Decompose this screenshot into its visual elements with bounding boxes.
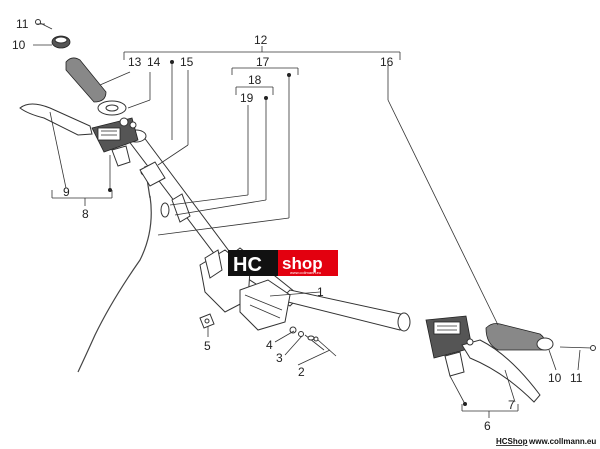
callout-5: 5 <box>204 339 211 353</box>
small-bolts <box>199 313 337 357</box>
callout-3: 3 <box>276 351 283 365</box>
callout-11-right: 11 <box>570 371 583 385</box>
callout-11-left: 11 <box>16 17 29 31</box>
handlebar <box>125 129 411 332</box>
hcshop-logo: HC shop www.collmann.eu <box>228 250 338 276</box>
callout-16: 16 <box>380 55 394 69</box>
callout-15: 15 <box>180 55 194 69</box>
leader-lines <box>33 23 581 418</box>
logo-sub-text: www.collmann.eu <box>290 270 321 275</box>
left-grip-assembly <box>35 19 127 116</box>
callout-10-left: 10 <box>12 38 26 52</box>
callout-18: 18 <box>248 73 262 87</box>
callout-4: 4 <box>266 338 273 352</box>
footer-url: www.collmann.eu <box>528 437 596 446</box>
callout-13: 13 <box>128 55 142 69</box>
callout-2: 2 <box>298 365 305 379</box>
callout-10-right: 10 <box>548 371 562 385</box>
throttle-cable <box>77 165 156 373</box>
logo-left-text: HC <box>233 254 262 276</box>
left-brake-lever <box>19 103 139 167</box>
right-grip-assembly <box>485 323 596 351</box>
callout-7: 7 <box>508 398 515 412</box>
callout-9: 9 <box>63 185 70 199</box>
right-brake-lever <box>425 315 541 403</box>
footer-brand: HCShop <box>496 437 528 446</box>
callout-17: 17 <box>256 55 270 69</box>
callout-12: 12 <box>254 33 268 47</box>
callout-8: 8 <box>82 207 89 221</box>
callout-6: 6 <box>484 419 491 433</box>
callout-14: 14 <box>147 55 161 69</box>
logo-right-text: shop <box>282 254 323 273</box>
callout-19: 19 <box>240 91 254 105</box>
callout-1: 1 <box>317 285 324 299</box>
